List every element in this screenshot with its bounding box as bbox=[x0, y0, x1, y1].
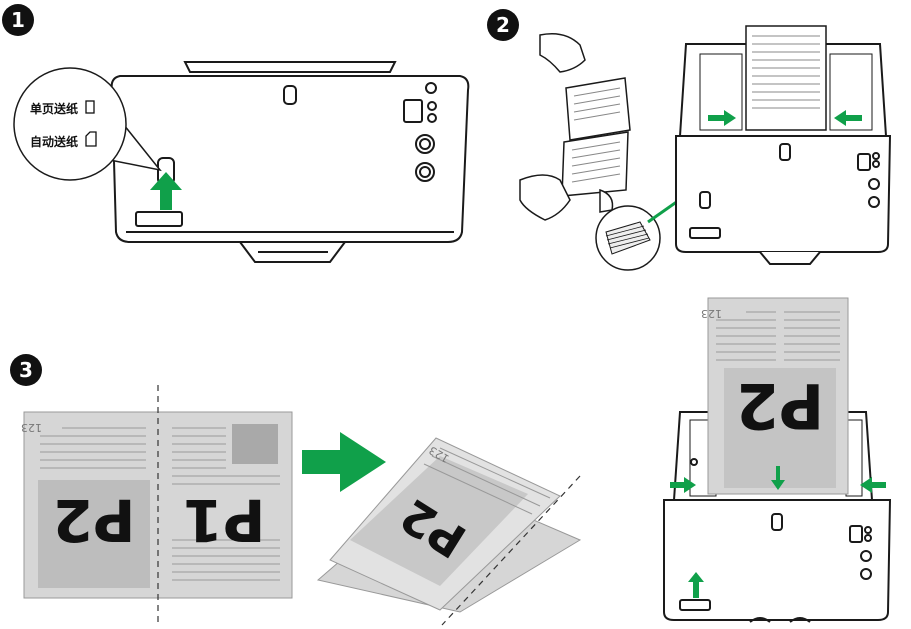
single-feed-icon bbox=[85, 100, 95, 114]
hands-fanning-paper bbox=[519, 33, 631, 221]
guide-arrow-left bbox=[708, 110, 736, 126]
folded-edge-line bbox=[441, 475, 581, 626]
left-page-number: 123 bbox=[21, 421, 42, 434]
single-feed-label: 单页送纸 bbox=[30, 101, 78, 116]
step-3-right-arrow bbox=[302, 432, 386, 492]
step-1-panel: 1 单页送纸 自动送纸 bbox=[2, 4, 470, 263]
loaded-document: 123 P2 bbox=[701, 297, 849, 495]
step-1-badge: 1 bbox=[2, 4, 34, 36]
loaded-guide-arrow-left bbox=[670, 477, 696, 493]
paper-stack-in-tray bbox=[745, 25, 827, 131]
loaded-page-label: P2 bbox=[736, 369, 825, 442]
loaded-guide-arrow-right bbox=[860, 477, 886, 493]
step-2-badge: 2 bbox=[487, 9, 519, 41]
step-2-number: 2 bbox=[496, 13, 510, 37]
feed-down-arrow bbox=[771, 466, 785, 490]
paper-lines-left bbox=[571, 87, 621, 183]
scanner-front-view bbox=[110, 61, 470, 263]
step-3-number: 3 bbox=[19, 358, 33, 382]
paper-edge-zoom bbox=[595, 205, 661, 271]
step-1-number: 1 bbox=[11, 8, 25, 32]
guide-arrow-right bbox=[834, 110, 862, 126]
step-1-up-arrow bbox=[150, 172, 182, 210]
final-scanner-panel: 123 P2 bbox=[663, 297, 892, 623]
step-2-panel: 2 bbox=[487, 9, 892, 271]
auto-feed-icon bbox=[85, 131, 97, 147]
feed-mode-callout: 单页送纸 自动送纸 bbox=[13, 67, 162, 181]
open-document-spread: 123 P2 P1 bbox=[21, 411, 293, 599]
step-3-panel: 3 123 P2 P1 bbox=[10, 354, 582, 626]
loaded-page-number: 123 bbox=[701, 307, 722, 320]
folded-document: P2 123 bbox=[316, 437, 582, 613]
loaded-up-arrow bbox=[688, 572, 704, 598]
right-page-label: P1 bbox=[183, 486, 266, 554]
auto-feed-label: 自动送纸 bbox=[30, 134, 78, 149]
step-3-badge: 3 bbox=[10, 354, 42, 386]
left-page-label: P2 bbox=[53, 486, 136, 554]
